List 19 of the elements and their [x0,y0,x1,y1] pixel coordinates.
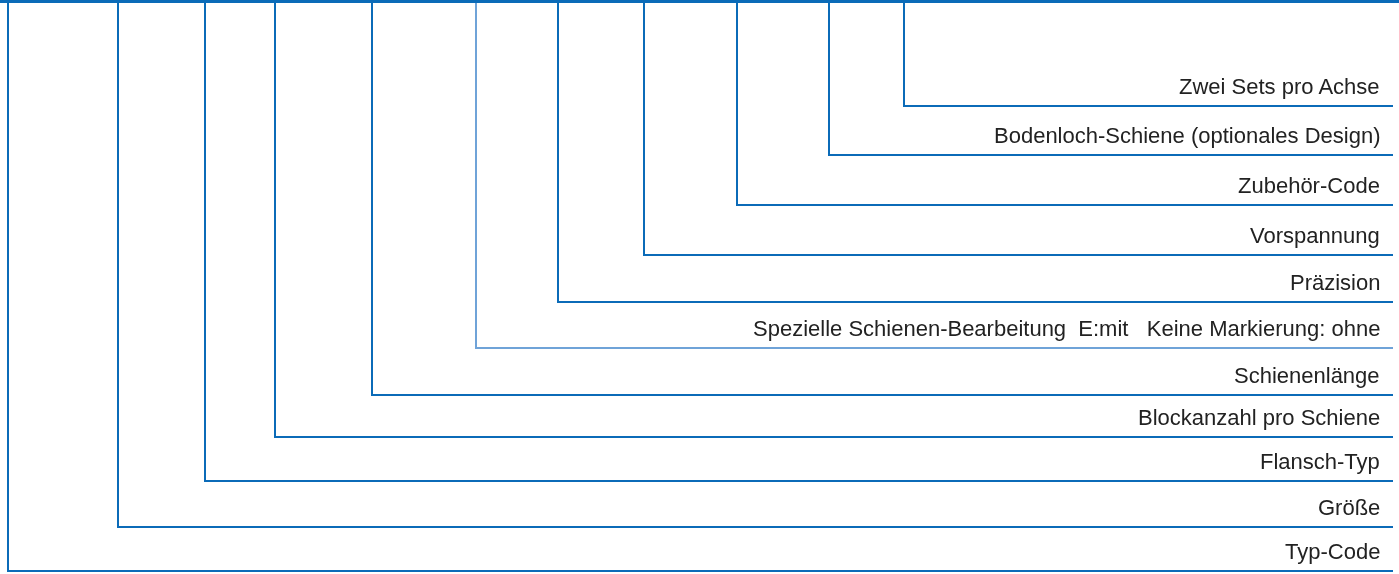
callout-label: Zwei Sets pro Achse [1179,74,1380,100]
callout-label: Schienenlänge [1234,363,1380,389]
callout-label: Präzision [1290,270,1381,296]
leader-line [903,2,1394,107]
callout-label: Flansch-Typ [1260,449,1380,475]
callout-label: Vorspannung [1250,223,1380,249]
leader-line [371,2,1394,396]
callout-label: Spezielle Schienen-Bearbeitung E:mit Keine Markierung: ohne [753,316,1381,342]
callout-label: Typ-Code [1285,539,1381,565]
callout-label: Zubehör-Code [1238,173,1380,199]
leader-line [828,2,1394,156]
callout-label: Blockanzahl pro Schiene [1138,405,1381,431]
leader-line [736,2,1394,206]
leader-line [7,2,1394,572]
leader-line [643,2,1394,256]
leader-line [475,2,1394,349]
leader-line [557,2,1394,303]
callout-label: Größe [1318,495,1381,521]
callout-label: Bodenloch-Schiene (optionales Design) [994,123,1381,149]
